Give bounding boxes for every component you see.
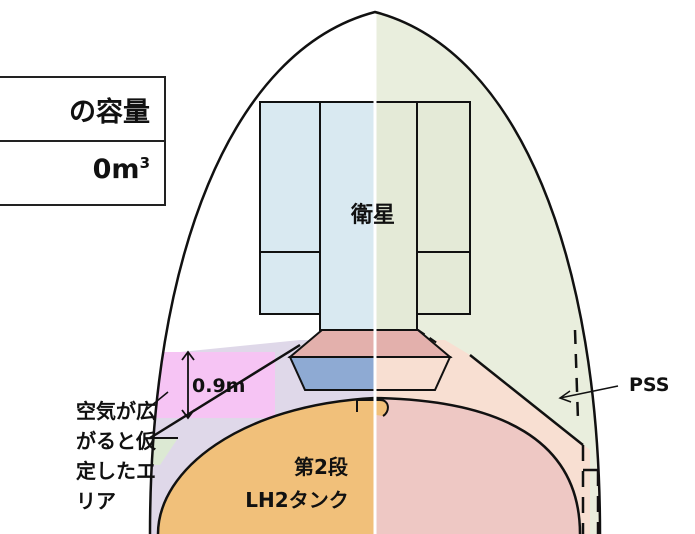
air-area-line-1: 空気が広 (76, 399, 156, 423)
adapter-lower (288, 356, 376, 391)
air-area-line-2: がると仮 (76, 429, 157, 453)
air-callout-line (145, 391, 169, 411)
volume-table-header: の容量 (69, 97, 150, 128)
fairing-outline (148, 10, 602, 534)
volume-table-value-row: 0m3 (0, 140, 164, 204)
gap-arrow-up (181, 350, 195, 361)
gap-arrow-down (181, 409, 195, 420)
lh2-tank-label: LH2タンク (245, 488, 348, 512)
satellite-center-left (319, 101, 376, 331)
pss-callout-arrow (558, 390, 572, 403)
inner-dashed-line (417, 329, 441, 346)
stage2-label: 第2段 (294, 455, 348, 479)
volume-table-value: 0m3 (92, 154, 150, 185)
lh2-tank-left-half (158, 398, 375, 534)
lower-left-strip (150, 438, 178, 465)
air-area-line-3: 定したエ (76, 459, 156, 483)
volume-table: の容量 0m3 (0, 76, 166, 206)
volume-table-header-row: の容量 (0, 78, 164, 142)
satellite-right-lower-panel (416, 251, 471, 315)
satellite-left-lower-panel (259, 251, 321, 315)
air-area-line-4: リア (76, 489, 116, 513)
gap-highlight (150, 352, 275, 418)
pss-callout-line (559, 385, 619, 399)
fairing-dashed-segment (573, 329, 580, 421)
satellite-right-panel (416, 101, 471, 253)
satellite-left-panel (259, 101, 321, 253)
pss-cone-line (469, 354, 584, 446)
pss-label: PSS (629, 374, 669, 396)
gap-label: 0.9m (192, 375, 245, 397)
air-boundary-line (149, 343, 301, 440)
tank-tab (356, 399, 389, 417)
satellite-label: 衛星 (350, 202, 395, 228)
lh2-tank-right-half (375, 398, 580, 534)
